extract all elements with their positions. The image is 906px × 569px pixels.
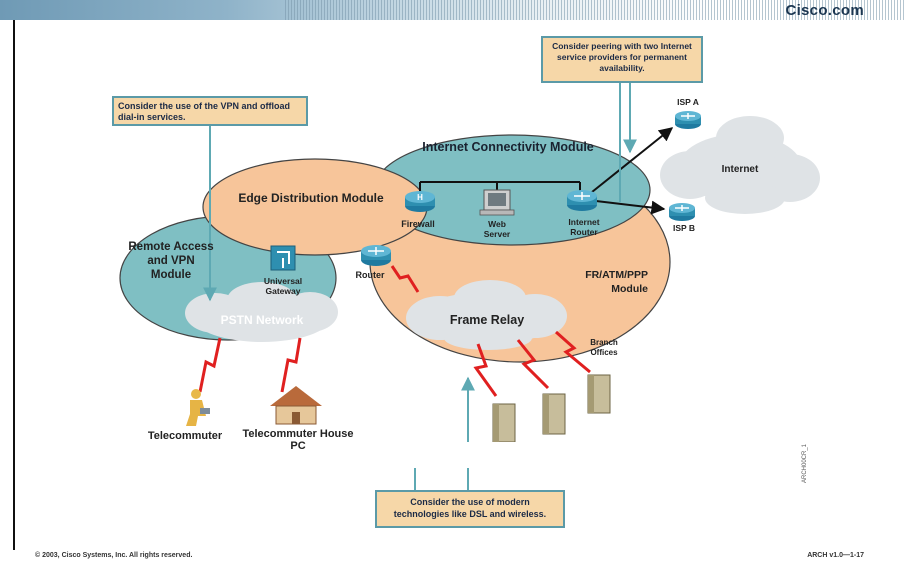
telecommuter-label: Telecommuter xyxy=(147,430,223,442)
link-router-frame-relay xyxy=(390,265,420,293)
branch-office-tower-2 xyxy=(542,393,566,435)
isp-b-label: ISP B xyxy=(672,223,696,233)
internet-connectivity-label: Internet Connectivity Module xyxy=(422,140,594,154)
house-icon xyxy=(270,386,322,425)
course-code: ARCH v1.0—1-17 xyxy=(807,552,864,559)
vpn-callout: Consider the use of the VPN and offload … xyxy=(112,96,308,126)
branch-office-tower-1 xyxy=(492,403,516,443)
remote-access-label: Remote Access and VPN Module xyxy=(128,241,214,281)
isp-a-router-icon xyxy=(675,111,701,129)
isp-b-router-icon xyxy=(669,203,695,221)
telecommuter-house-pc-label: Telecommuter House PC xyxy=(242,428,354,452)
link-fr-branch-1 xyxy=(473,343,498,397)
lower-mask xyxy=(408,442,598,468)
svg-text:H: H xyxy=(417,193,423,202)
branch-offices-label: Branch Offices xyxy=(590,338,618,357)
link-fr-branch-3 xyxy=(555,330,591,374)
firewall-label: Firewall xyxy=(401,219,435,229)
left-rule xyxy=(13,20,15,550)
internet-cloud xyxy=(660,116,820,214)
fr-atm-ppp-label: FR/ATM/PPP Module xyxy=(585,269,648,295)
web-server-label: Web Server xyxy=(483,219,511,239)
link-to-isp-a xyxy=(591,127,674,193)
slide-watermark: ARCH00CR_1 xyxy=(802,443,808,483)
telecommuter-icon xyxy=(186,389,210,426)
modern-callout: Consider the use of modern technologies … xyxy=(375,490,565,528)
internet-router-icon xyxy=(567,190,597,211)
universal-gateway-icon xyxy=(270,245,296,271)
header-stripes xyxy=(285,0,906,20)
brand-label: Cisco.com xyxy=(785,2,864,19)
frame-relay-cloud xyxy=(406,280,567,350)
link-pstn-house xyxy=(280,337,302,393)
router-label: Router xyxy=(355,270,385,280)
edge-distribution-module xyxy=(202,158,428,256)
header-bar: Cisco.com xyxy=(0,0,906,20)
frame-relay-label: Frame Relay xyxy=(449,313,525,327)
branch-office-tower-3 xyxy=(587,374,611,414)
edge-router-icon xyxy=(361,245,391,266)
link-pstn-telecommuter xyxy=(198,337,222,393)
link-to-isp-b xyxy=(595,200,666,215)
internet-cloud-label: Internet xyxy=(721,164,759,175)
universal-gateway-label: Universal Gateway xyxy=(263,276,303,296)
pstn-cloud xyxy=(185,282,338,342)
pstn-cloud-label: PSTN Network xyxy=(220,313,304,327)
isp-a-label: ISP A xyxy=(677,97,699,107)
peering-callout: Consider peering with two Internet servi… xyxy=(541,36,703,83)
copyright-text: © 2003, Cisco Systems, Inc. All rights r… xyxy=(35,552,193,559)
firewall-icon: H xyxy=(405,191,435,212)
web-server-icon xyxy=(479,189,515,216)
internet-router-label: Internet Router xyxy=(568,217,600,237)
link-fr-branch-2 xyxy=(516,339,550,390)
edge-distribution-label: Edge Distribution Module xyxy=(238,191,384,205)
